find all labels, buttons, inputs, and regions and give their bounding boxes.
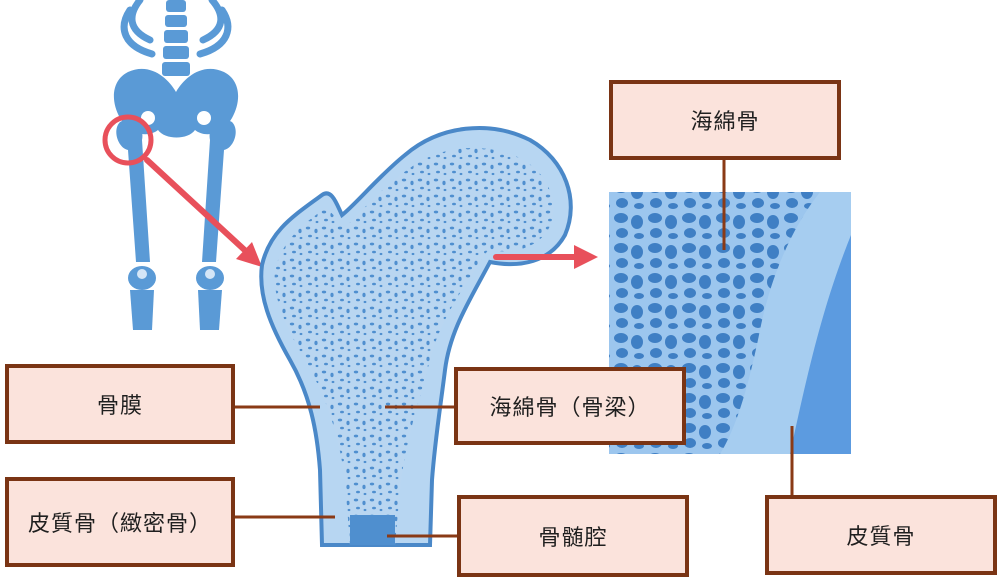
left-shin bbox=[130, 290, 154, 330]
right-shin bbox=[198, 290, 222, 330]
left-femur bbox=[116, 119, 150, 262]
leader-lines bbox=[235, 160, 794, 538]
label-periosteum: 骨膜 bbox=[5, 364, 235, 444]
label-spongy-bone: 海綿骨 bbox=[609, 80, 841, 160]
arrow-to-femur bbox=[144, 157, 262, 267]
right-femur bbox=[202, 119, 236, 262]
label-cortical-bone: 皮質骨 bbox=[765, 495, 997, 575]
femur-spongy-region bbox=[274, 147, 554, 545]
label-marrow-cavity: 骨髄腔 bbox=[457, 495, 689, 577]
label-cortical-bone-compact: 皮質骨（緻密骨） bbox=[5, 477, 235, 567]
ribcage bbox=[120, 0, 232, 58]
femur-cross-section bbox=[259, 126, 573, 547]
spine bbox=[162, 0, 190, 76]
label-spongy-bone-trabecula: 海綿骨（骨梁） bbox=[454, 367, 686, 445]
skeleton-illustration bbox=[113, 0, 239, 330]
hip-highlight-circle bbox=[102, 114, 154, 166]
arrow-to-zoom bbox=[493, 245, 598, 269]
